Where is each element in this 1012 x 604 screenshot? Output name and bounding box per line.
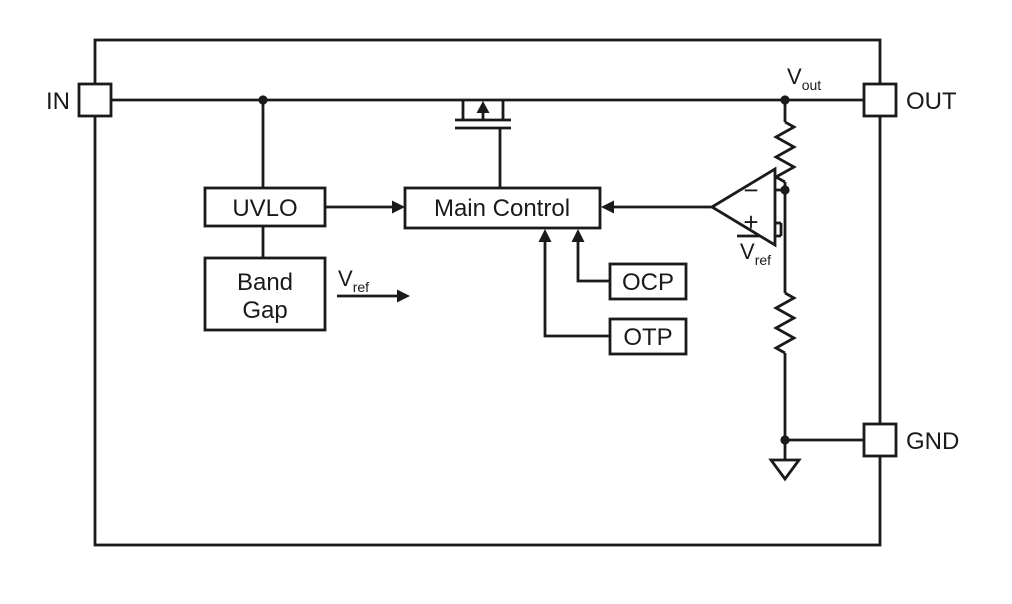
bandgap-label-line2: Gap	[242, 297, 287, 324]
bandgap-label-line1: Band	[237, 269, 293, 296]
junction-dot-vout	[780, 95, 790, 105]
otp-to-main-arrowhead	[538, 229, 552, 242]
uvlo-to-main-arrowhead	[392, 200, 405, 214]
pass-transistor	[455, 100, 511, 130]
otp-to-main-wire	[543, 242, 610, 338]
ocp-label: OCP	[622, 269, 674, 296]
main-control-block	[403, 186, 602, 230]
junction-dot-feedback	[780, 185, 790, 195]
feedback-resistor-bottom	[773, 291, 797, 355]
amp-to-main-arrowhead	[601, 200, 614, 214]
junction-dot-gnd	[780, 435, 790, 445]
uvlo-label: UVLO	[232, 195, 297, 222]
chip-boundary	[93, 38, 882, 547]
main-control-label: Main Control	[434, 195, 570, 222]
ground-symbol	[768, 458, 802, 482]
ocp-block	[608, 262, 688, 301]
otp-label: OTP	[623, 324, 672, 351]
ocp-to-main-wire	[576, 242, 610, 283]
feedback-resistor-top	[773, 120, 797, 184]
ocp-to-main-arrowhead	[571, 229, 585, 242]
otp-block	[608, 317, 688, 356]
error-amplifier	[709, 166, 777, 248]
out-pad	[862, 82, 898, 118]
out-pin-label: OUT	[906, 88, 957, 115]
amp-plus-label: +	[743, 207, 758, 237]
bandgap-block	[203, 256, 327, 332]
vref-label-bandgap: Vref	[338, 266, 369, 295]
vref-label-amp: Vref	[740, 239, 771, 268]
vref-output-arrowhead	[397, 289, 410, 303]
transistor-body-arrowhead	[476, 101, 490, 113]
uvlo-block	[203, 186, 327, 228]
in-pad	[77, 82, 113, 118]
junction-dot-uvlo-branch	[258, 95, 268, 105]
vout-label: Vout	[787, 64, 821, 93]
in-pin-label: IN	[46, 88, 70, 115]
gnd-pin-label: GND	[906, 428, 959, 455]
amp-minus-label: −	[743, 175, 758, 205]
gnd-pad	[862, 422, 898, 458]
